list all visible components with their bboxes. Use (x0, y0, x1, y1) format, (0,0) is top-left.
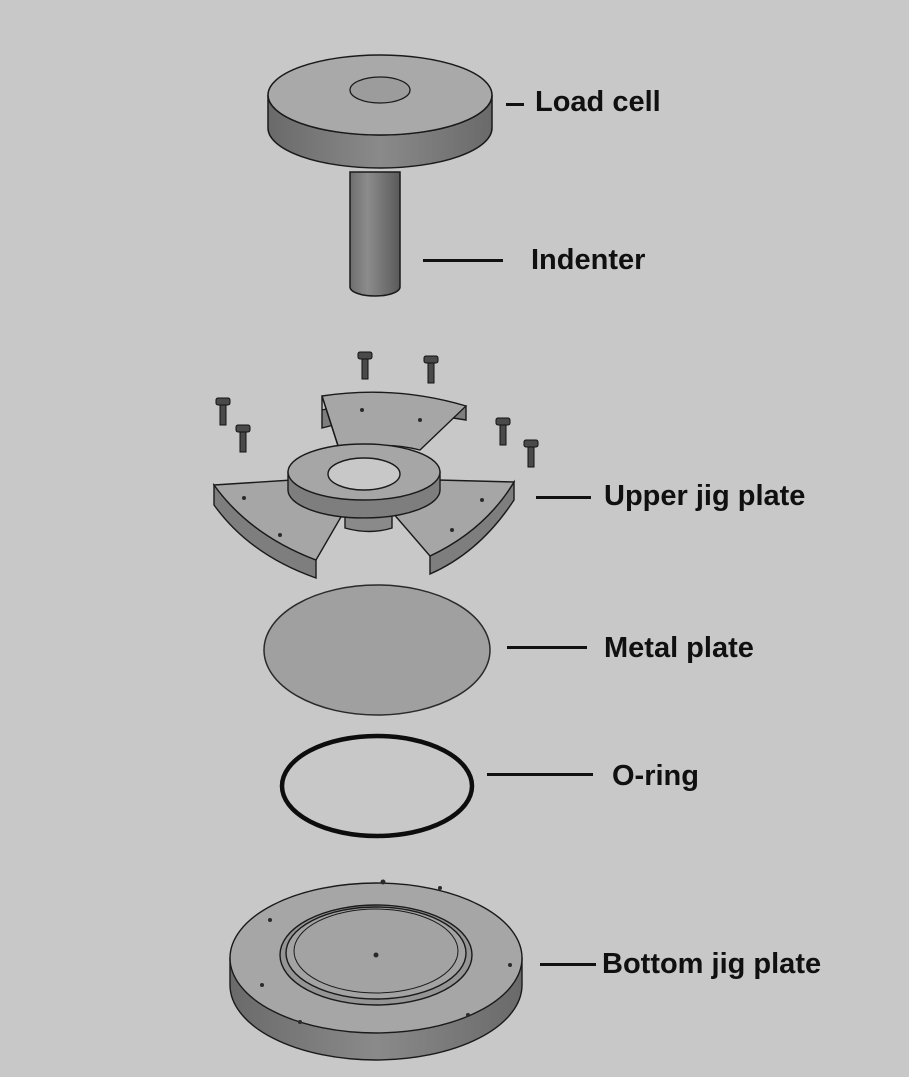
indenter-label: Indenter (531, 244, 646, 276)
metal-plate-leader-line (507, 646, 587, 649)
indenter-leader-line (423, 259, 503, 262)
bottom-jig-plate-label: Bottom jig plate (602, 948, 822, 980)
indenter-part (349, 171, 401, 297)
metal-plate-part (263, 584, 491, 716)
screw (423, 355, 439, 384)
bottom-jig-plate-part (229, 879, 523, 1061)
o-ring-leader-line (487, 773, 593, 776)
screw (215, 397, 231, 426)
o-ring-label: O-ring (612, 760, 699, 792)
upper-jig-plate-part (212, 391, 516, 579)
load-cell-label: Load cell (535, 86, 661, 118)
o-ring-part (279, 733, 475, 839)
bottom-jig-plate-leader-line (540, 963, 596, 966)
screw (495, 417, 511, 446)
load-cell-leader-line (506, 103, 524, 106)
metal-plate-label: Metal plate (604, 632, 754, 664)
upper-jig-plate-label: Upper jig plate (604, 480, 806, 512)
screw (357, 351, 373, 380)
screws (215, 351, 539, 468)
screw (523, 439, 539, 468)
upper-jig-plate-leader-line (536, 496, 591, 499)
screw (235, 424, 251, 453)
load-cell-part (267, 54, 493, 169)
